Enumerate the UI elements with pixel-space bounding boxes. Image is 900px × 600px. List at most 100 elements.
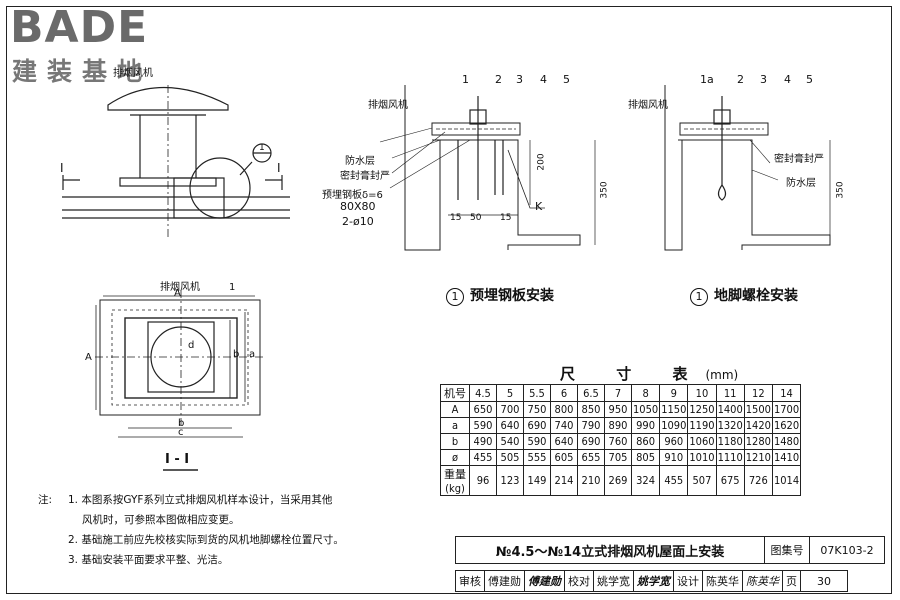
brand-logo: BADE 建装基地 <box>8 2 178 86</box>
table-cell: 890 <box>604 417 632 434</box>
table-cell: 149 <box>523 465 551 496</box>
table-cell: 1110 <box>715 449 745 466</box>
table-cell: 800 <box>550 401 578 418</box>
table-cell: 790 <box>577 417 605 434</box>
detail-mark: 1 <box>259 143 265 153</box>
header-cell: 6 <box>550 384 578 402</box>
table-cell: 269 <box>604 465 632 496</box>
table-cell: 590 <box>523 433 551 450</box>
header-cell: 5.5 <box>523 384 551 402</box>
header-cell: 5 <box>496 384 524 402</box>
row-label: ø <box>440 449 470 466</box>
design-label: 设计 <box>673 570 703 592</box>
atlas-label: 图集号 <box>764 536 810 564</box>
atlas-number: 07K103-2 <box>809 536 885 564</box>
table-cell: 507 <box>687 465 717 496</box>
table-cell: 740 <box>550 417 578 434</box>
table-cell: 860 <box>630 433 661 450</box>
d1-no-2: 2 <box>495 73 502 86</box>
table-cell: 640 <box>496 417 524 434</box>
plan-dim-b-bottom: b <box>178 418 185 429</box>
table-cell: 540 <box>496 433 524 450</box>
detail2-caption-text: 地脚螺栓安装 <box>714 288 798 304</box>
header-cell: 机号 <box>440 384 470 402</box>
note-line: 风机时，可参照本图做相应变更。 <box>82 514 240 526</box>
designer-signature: 陈英华 <box>742 570 783 592</box>
check-label: 校对 <box>564 570 594 592</box>
table-cell: 1500 <box>743 401 773 418</box>
table-row: ø 455 505 555 605 655 705 805 910 1010 1… <box>440 449 802 466</box>
d1-bar-label: 2-ø10 <box>342 215 374 228</box>
d1-no-3: 3 <box>516 73 523 86</box>
table-cell: 910 <box>659 449 689 466</box>
table-cell: 1410 <box>771 449 802 466</box>
drawing-title: №4.5～№14立式排烟风机屋面上安装 <box>455 536 765 564</box>
plan-dim-a: a <box>249 349 256 360</box>
table-row: a 590 640 690 740 790 890 990 1090 1190 … <box>440 417 802 434</box>
table-cell: 1150 <box>659 401 689 418</box>
d1-waterproof-label: 防水层 <box>345 156 375 167</box>
left-fan-label: 排烟风机 <box>113 68 153 79</box>
d1-dim-350: 350 <box>599 181 610 199</box>
detail1-caption-text: 预埋钢板安装 <box>470 288 554 304</box>
header-cell: 10 <box>687 384 717 402</box>
table-cell: 1180 <box>715 433 745 450</box>
checker-signature: 姚学宽 <box>633 570 674 592</box>
table-cell: 123 <box>496 465 524 496</box>
table-cell: 850 <box>577 401 605 418</box>
d2-seal-label: 密封膏封严 <box>774 154 824 165</box>
note-line: 3. 基础安装平面要求平整、光洁。 <box>68 554 229 566</box>
table-cell: 700 <box>496 401 524 418</box>
d1-no-1: 1 <box>462 73 469 86</box>
table-row: A 650 700 750 800 850 950 1050 1150 1250… <box>440 401 802 418</box>
reviewer-name: 傅建勋 <box>484 570 525 592</box>
table-cell: 590 <box>469 417 497 434</box>
table-cell: 655 <box>577 449 605 466</box>
table-cell: 214 <box>550 465 578 496</box>
table-cell: 726 <box>743 465 773 496</box>
fan-hood <box>107 86 229 111</box>
header-cell: 6.5 <box>577 384 605 402</box>
header-cell: 12 <box>743 384 773 402</box>
table-cell: 950 <box>604 401 632 418</box>
table-cell: 760 <box>604 433 632 450</box>
plan-dim-A-top: A <box>174 288 181 299</box>
table-cell: 675 <box>715 465 745 496</box>
page-number: 30 <box>800 570 848 592</box>
plan-title: I - I <box>165 452 190 467</box>
header-cell: 14 <box>771 384 802 402</box>
table-cell: 1014 <box>771 465 802 496</box>
table-title: 尺 寸 表(mm) <box>560 363 738 384</box>
note-line: 1. 本图系按GYF系列立式排烟风机样本设计，当采用其他 <box>68 494 333 506</box>
dimension-table: 机号 4.5 5 5.5 6 6.5 7 8 9 10 11 12 14 A 6… <box>440 384 802 496</box>
designer-name: 陈英华 <box>702 570 743 592</box>
notes-body: 1. 本图系按GYF系列立式排烟风机样本设计，当采用其他 风机时，可参照本图做相… <box>68 490 358 570</box>
header-cell: 7 <box>604 384 632 402</box>
table-cell: 455 <box>469 449 497 466</box>
plan-dim-d: d <box>188 340 195 351</box>
table-header-row: 机号 4.5 5 5.5 6 6.5 7 8 9 10 11 12 14 <box>440 384 802 402</box>
d1-fan-label: 排烟风机 <box>368 100 408 111</box>
brand-name: BADE <box>10 2 149 53</box>
drawing-frame <box>6 6 892 594</box>
table-row: b 490 540 590 640 690 760 860 960 1060 1… <box>440 433 802 450</box>
d2-fan-label: 排烟风机 <box>628 100 668 111</box>
notes-label: 注: <box>38 494 53 506</box>
plan-item-no: 1 <box>229 282 236 293</box>
d2-no-3: 3 <box>760 73 767 86</box>
table-cell: 1210 <box>743 449 773 466</box>
title-block: №4.5～№14立式排烟风机屋面上安装 图集号 07K103-2 <box>455 536 885 564</box>
table-cell: 1090 <box>659 417 689 434</box>
row-label: a <box>440 417 470 434</box>
d1-dim-200: 200 <box>536 153 547 171</box>
table-cell: 690 <box>577 433 605 450</box>
signature-row: 审核 傅建勋 傅建勋 校对 姚学宽 姚学宽 设计 陈英华 陈英华 页 30 <box>455 570 848 592</box>
table-title-text: 尺 寸 表 <box>560 365 706 383</box>
row-label: 重量(kg) <box>440 465 470 496</box>
note-line: 2. 基础施工前应先校核实际到货的风机地脚螺栓位置尺寸。 <box>68 534 344 546</box>
table-cell: 1190 <box>687 417 717 434</box>
plan-fan-label: 排烟风机 <box>160 282 200 293</box>
table-cell: 750 <box>523 401 551 418</box>
d2-no-1a: 1a <box>700 73 714 86</box>
